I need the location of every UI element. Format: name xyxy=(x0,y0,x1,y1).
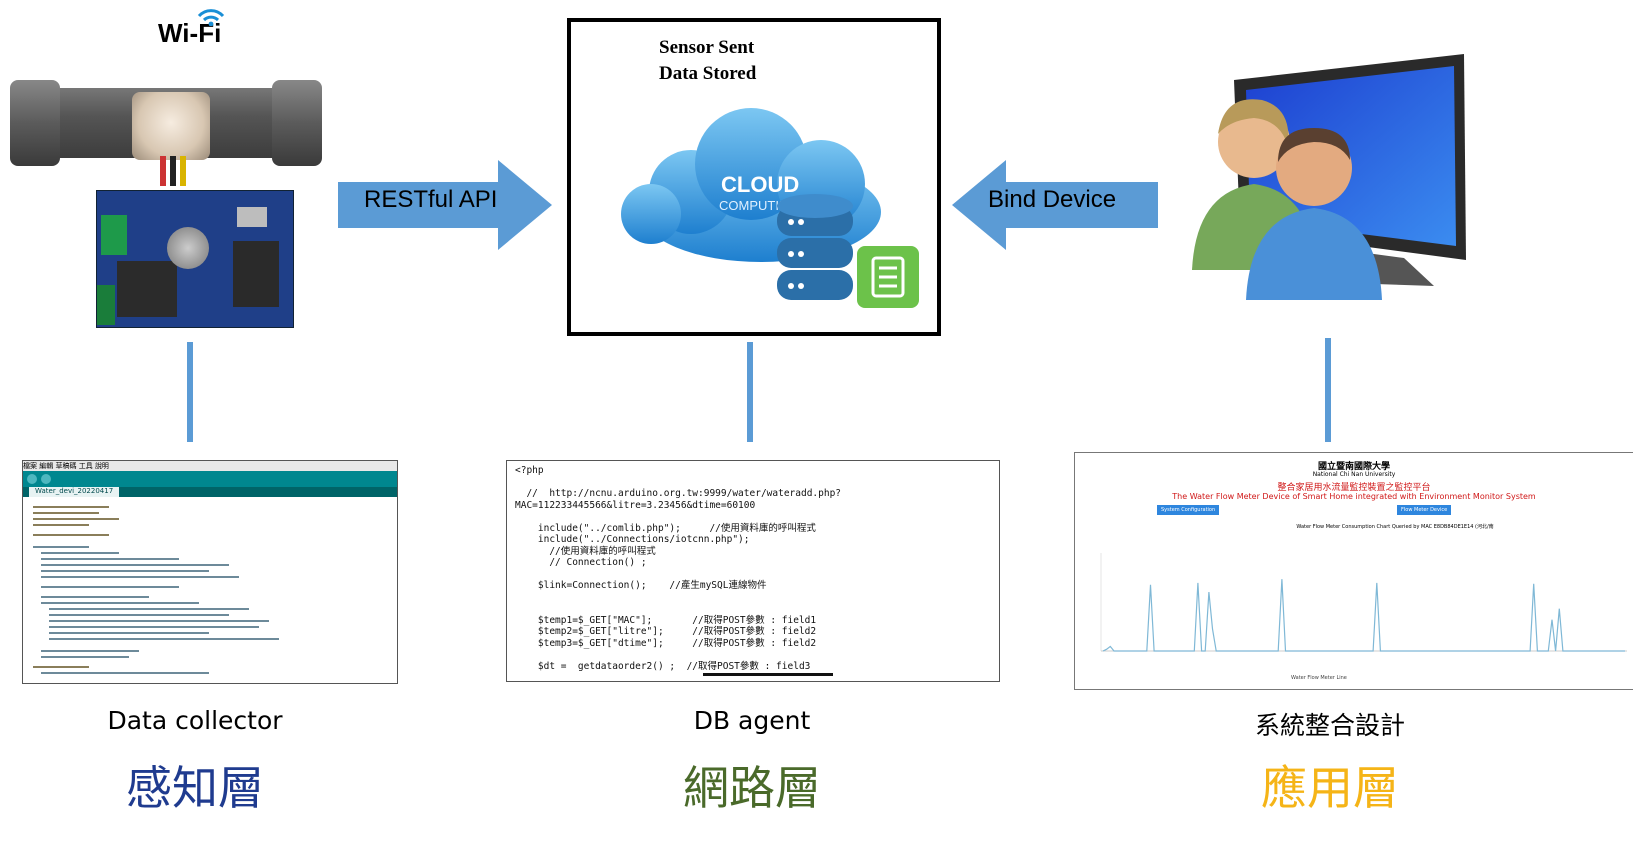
restful-api-label: RESTful API xyxy=(364,186,498,213)
code-line: //使用資料庫的呼叫程式 xyxy=(515,545,656,557)
ide-menu-sketch: 草稿碼 xyxy=(55,462,77,470)
circuit-board xyxy=(96,190,294,328)
system-configuration-button[interactable]: System Configuration xyxy=(1157,505,1220,515)
cloud-database-box: Sensor Sent Data Stored CLOUD COMPUTING xyxy=(567,18,941,336)
code-editor xyxy=(33,506,279,674)
university-name-en: National Chi Nan University xyxy=(1312,471,1396,478)
flow-meter-device-button[interactable]: Flow Meter Device xyxy=(1397,505,1452,515)
code-line xyxy=(515,603,999,615)
code-line: include("../Connections/iotcnn.php"); xyxy=(515,534,750,545)
scroll-indicator xyxy=(703,673,833,676)
ide-menu-edit: 編輯 xyxy=(39,462,54,470)
database-icon xyxy=(777,194,919,308)
code-line xyxy=(515,569,999,581)
ide-menu-help: 說明 xyxy=(94,462,109,470)
code-line: $dt = getdataorder2() ; //取得POST參數 : fie… xyxy=(515,660,811,672)
code-line xyxy=(515,649,999,661)
code-line: MAC=112233445566&litre=3.23456&dtime=601… xyxy=(515,499,756,511)
code-line: include("../comlib.php"); //使用資料庫的呼叫程式 xyxy=(515,522,816,534)
php-code-block: <?php // http://ncnu.arduino.org.tw:9999… xyxy=(515,465,999,681)
code-line xyxy=(515,477,999,489)
users-monitor-icon xyxy=(1192,54,1466,300)
ide-tab: Water_devi_20220417 xyxy=(29,487,120,497)
arrow-left-icon xyxy=(952,160,1158,250)
code-line: <?php xyxy=(515,465,544,476)
system-integration-caption: 系統整合設計 xyxy=(1254,711,1405,740)
sensor-sent-text: Sensor Sent xyxy=(659,37,755,58)
code-line xyxy=(515,592,999,604)
platform-title-cn: 整合家居用水流量監控裝置之監控平台 xyxy=(1277,483,1431,493)
code-line xyxy=(515,511,999,523)
arrow-right-icon xyxy=(338,160,552,250)
connector-line-db xyxy=(747,342,753,442)
chart-title: Water Flow Meter Consumption Chart Queri… xyxy=(1296,524,1494,530)
data-stored-text: Data Stored xyxy=(659,63,757,84)
consumption-chart xyxy=(1100,553,1627,652)
network-layer-label: 網路層 xyxy=(683,761,821,815)
flow-series-line xyxy=(1102,579,1625,652)
php-code-screenshot: <?php // http://ncnu.arduino.org.tw:9999… xyxy=(506,460,1000,682)
connector-line-app xyxy=(1325,338,1331,442)
cloud-word: CLOUD xyxy=(721,172,800,197)
ide-menu-tools: 工具 xyxy=(78,462,93,470)
ide-menu-file: 檔案 xyxy=(23,462,37,470)
code-line: $temp2=$_GET["litre"]; //取得POST參數 : fiel… xyxy=(515,626,817,637)
monitor-web-app-screenshot: 國立暨南國際大學 National Chi Nan University 整合家… xyxy=(1074,452,1633,690)
application-layer-label: 應用層 xyxy=(1261,761,1399,815)
wifi-icon xyxy=(197,9,225,26)
code-line: // Connection() ; xyxy=(515,557,647,568)
platform-title-en: The Water Flow Meter Device of Smart Hom… xyxy=(1172,492,1536,501)
connector-line-collector xyxy=(187,342,193,442)
perception-layer-label: 感知層 xyxy=(126,761,264,815)
university-name: 國立暨南國際大學 xyxy=(1317,462,1390,472)
chart-legend: Water Flow Meter Line xyxy=(1291,675,1347,681)
water-flow-sensor xyxy=(10,80,322,190)
db-agent-caption: DB agent xyxy=(693,706,811,735)
collector-caption: Data collector xyxy=(107,706,283,735)
arduino-ide-screenshot: 檔案 編輯 草稿碼 工具 說明 Water_devi_20220417 xyxy=(22,460,398,684)
code-line: $temp3=$_GET["dtime"]; //取得POST參數 : fiel… xyxy=(515,637,817,649)
code-line: $temp1=$_GET["MAC"]; //取得POST參數 : field1 xyxy=(515,614,817,626)
code-line: $link=Connection(); //產生mySQL連線物件 xyxy=(515,580,767,591)
bind-device-label: Bind Device xyxy=(988,186,1117,213)
code-line: // http://ncnu.arduino.org.tw:9999/water… xyxy=(515,488,842,499)
